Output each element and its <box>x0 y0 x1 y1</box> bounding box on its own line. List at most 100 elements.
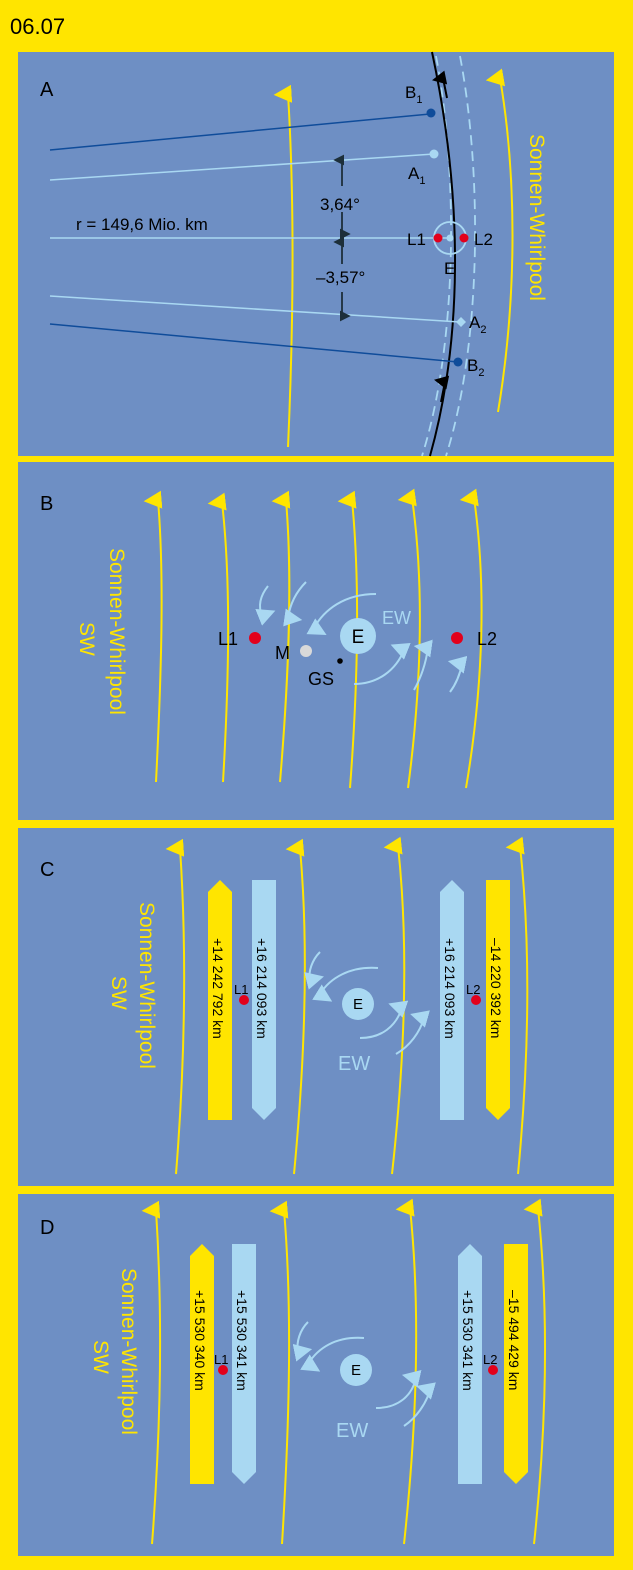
label-moon: M <box>275 643 290 663</box>
vortex-label-2: SW <box>89 1340 112 1374</box>
earth-whirl-label: EW <box>338 1053 370 1075</box>
distance-bar-sun-l1 <box>190 1244 214 1484</box>
vortex-flow-line <box>143 490 163 783</box>
whirl-arrow <box>292 1321 313 1362</box>
whirl-arrow <box>375 1369 422 1409</box>
earth-point <box>446 234 454 242</box>
vortex-label-2: SW <box>107 976 130 1010</box>
distance-bar-label: +16 214 093 km <box>254 938 270 1039</box>
figure-number: 06.07 <box>10 14 66 39</box>
vortex-label: Sonnen-Whirlpool <box>525 134 548 301</box>
panel-a-diagram: A <box>40 51 548 457</box>
panel-b-label: B <box>40 493 53 515</box>
orbit-arrow-lower <box>434 375 450 403</box>
point-b1 <box>426 108 436 118</box>
whirl-arrow <box>255 585 276 626</box>
whirl-arrow <box>306 593 377 635</box>
panel-d-label: D <box>40 1217 54 1239</box>
earth-disc <box>342 988 374 1020</box>
label-b1: B1 <box>405 83 422 106</box>
distance-bar-label: +15 530 341 km <box>460 1290 476 1391</box>
earth-whirl-label: EW <box>382 608 411 628</box>
distance-bar-label: +15 530 340 km <box>192 1290 208 1391</box>
vortex-flow-line <box>459 488 483 789</box>
label-a2: A2 <box>469 313 486 336</box>
vortex-label-1: Sonnen-Whirlpool <box>117 1268 140 1435</box>
line-to-a1 <box>49 153 435 181</box>
distance-bar-earth-l2 <box>458 1244 482 1484</box>
label-earth: E <box>444 259 455 278</box>
whirl-arrow <box>447 655 468 693</box>
vortex-label-1: Sonnen-Whirlpool <box>135 902 158 1069</box>
panel-a-label: A <box>40 79 54 101</box>
whirl-arrow <box>283 581 307 627</box>
panel-a: A <box>18 51 614 457</box>
vortex-flow-line <box>165 838 186 1175</box>
label-l2: L2 <box>483 1352 497 1367</box>
lagrange-point-l2 <box>459 233 469 243</box>
distance-bar-sun-l2 <box>486 880 510 1120</box>
figure-header: 06.07 <box>0 0 633 48</box>
vortex-flow-line <box>141 1200 162 1545</box>
panel-b-diagram: B Sonnen-Whirlpool SW E EW L1 L2 M <box>40 488 497 789</box>
vortex-label-2: SW <box>75 622 98 656</box>
whirl-arrow <box>413 639 433 691</box>
label-l2: L2 <box>477 629 497 649</box>
earth-label: E <box>353 996 363 1013</box>
vortex-flow-line <box>397 488 421 789</box>
vortex-flow-line <box>395 1198 418 1545</box>
distance-bar-earth-l1 <box>252 880 276 1120</box>
vortex-flow-line <box>523 1198 547 1545</box>
whirl-arrow <box>300 1336 365 1372</box>
orbit-band-right <box>445 55 476 457</box>
label-b2: B2 <box>467 356 484 379</box>
label-l1: L1 <box>214 1352 228 1367</box>
panel-d-diagram: D Sonnen-Whirlpool SW +15 530 340 km +15… <box>40 1198 547 1545</box>
vortex-flow-line <box>207 492 230 783</box>
lagrange-point-l1 <box>218 1365 228 1375</box>
distance-bar-label: +15 530 341 km <box>234 1290 250 1391</box>
line-to-b1 <box>49 113 431 151</box>
distance-bar-label: +14 242 792 km <box>210 938 226 1039</box>
orbit-arrow-upper <box>432 70 448 99</box>
point-a1 <box>429 149 439 159</box>
earth-label: E <box>352 627 365 648</box>
whirl-arrow <box>395 1010 430 1055</box>
label-l1: L1 <box>218 629 238 649</box>
panel-d: D Sonnen-Whirlpool SW +15 530 340 km +15… <box>18 1194 614 1556</box>
earth-whirl-label: EW <box>336 1420 368 1442</box>
line-to-a2 <box>49 295 461 323</box>
radius-label: r = 149,6 Mio. km <box>76 215 208 234</box>
angle-label-down: –3,57° <box>316 268 365 287</box>
vortex-flow-line <box>271 490 291 783</box>
distance-bar-label: –14 220 392 km <box>488 938 504 1038</box>
vortex-flow-line <box>285 838 306 1175</box>
lagrange-point-l2 <box>471 995 481 1005</box>
panel-b: B Sonnen-Whirlpool SW E EW L1 L2 M <box>18 462 614 820</box>
whirl-arrow <box>403 1382 436 1427</box>
distance-bar-sun-l1 <box>208 880 232 1120</box>
label-l1: L1 <box>407 230 426 249</box>
distance-bar-sun-l2 <box>504 1244 528 1484</box>
vortex-flow-line <box>485 68 514 413</box>
barycenter-point <box>337 658 343 664</box>
distance-bar-earth-l1 <box>232 1244 256 1484</box>
panel-c-diagram: C Sonnen-Whirlpool SW +14 242 792 km +16… <box>40 836 529 1175</box>
label-l2: L2 <box>466 982 480 997</box>
whirl-arrow <box>353 642 411 685</box>
earth-disc <box>340 1354 372 1386</box>
orbit-band-left <box>421 55 452 457</box>
label-barycenter: GS <box>308 669 334 689</box>
angle-label-up: 3,64° <box>320 195 360 214</box>
lagrange-point-l2 <box>488 1365 498 1375</box>
vortex-flow-line <box>383 836 406 1175</box>
label-l1: L1 <box>234 982 248 997</box>
whirl-arrow <box>359 1000 409 1039</box>
lagrange-point-l1 <box>433 233 443 243</box>
vortex-flow-line <box>273 84 294 448</box>
whirl-arrow <box>312 966 379 1002</box>
earth-disc <box>340 618 376 654</box>
lagrange-point-l2 <box>451 632 463 644</box>
whirl-arrow <box>304 951 324 990</box>
